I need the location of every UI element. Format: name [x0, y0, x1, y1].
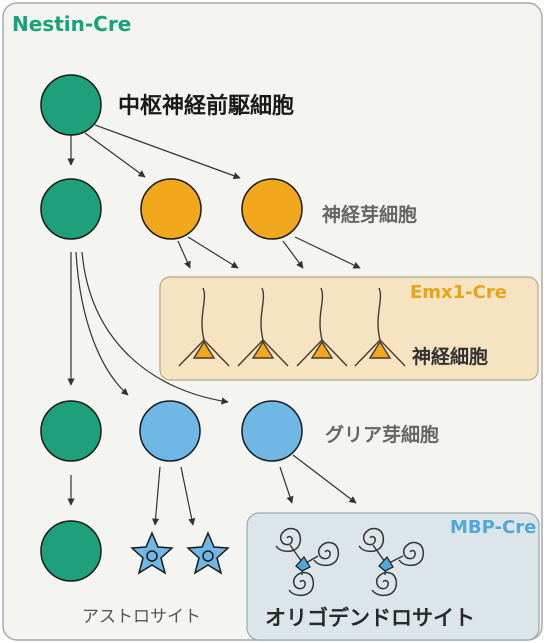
astrocyte-2 [186, 531, 230, 575]
emx1-cre-label: Emx1-Cre [410, 282, 507, 303]
neuronal-progenitor-cell-2 [241, 178, 303, 240]
arrow-glial-to-oligo-2 [292, 454, 357, 504]
oligodendrocyte-1 [275, 527, 340, 597]
astrocyte-1 [130, 531, 174, 575]
astrocyte-label: アストロサイト [82, 607, 201, 627]
arrow-neuroblast1-neuron1 [177, 240, 191, 269]
arrow-stem-to-glial-1 [75, 251, 129, 396]
arrow-neuroblast2-neuron3 [282, 240, 304, 269]
stem-cell-3 [40, 400, 102, 462]
neuron-3 [296, 287, 348, 367]
stem-cell-2 [40, 178, 102, 240]
glial-progenitor-label: グリア芽細胞 [325, 424, 440, 446]
neuron-2 [237, 287, 289, 367]
glial-progenitor-cell-1 [139, 400, 201, 462]
arrow-stem-to-glial-2 [81, 251, 229, 405]
neural-progenitor-cell [40, 74, 102, 136]
arrow-glial-to-astro-2 [180, 466, 196, 526]
neuronal-progenitor-label: 神経芽細胞 [322, 204, 418, 226]
oligodendrocyte-label: オリゴデンドロサイト [265, 606, 475, 630]
arrow-glial-to-astro-1 [151, 466, 161, 526]
mbp-cre-label: MBP-Cre [450, 517, 537, 538]
arrow-npc-to-neuroblast-1 [84, 132, 146, 178]
emx1-cre-region [159, 276, 539, 381]
neural-progenitor-label: 中枢神経前駆細胞 [118, 94, 295, 119]
neuron-1 [178, 287, 230, 367]
mbp-cre-region [246, 512, 540, 641]
glial-progenitor-cell-2 [241, 400, 303, 462]
arrow-glial-to-oligo-1 [279, 466, 294, 504]
arrow-npc-to-neuroblast-2 [94, 124, 241, 180]
arrow-neuroblast2-neuron4 [294, 236, 361, 269]
neuron-label: 神経細胞 [412, 346, 489, 368]
oligodendrocyte-2 [358, 527, 425, 597]
stem-cell-4 [40, 520, 102, 582]
neuronal-progenitor-cell-1 [140, 178, 202, 240]
neuron-4 [354, 287, 406, 367]
arrow-neuroblast1-neuron2 [187, 236, 239, 269]
nestin-cre-label: Nestin-Cre [12, 12, 132, 36]
